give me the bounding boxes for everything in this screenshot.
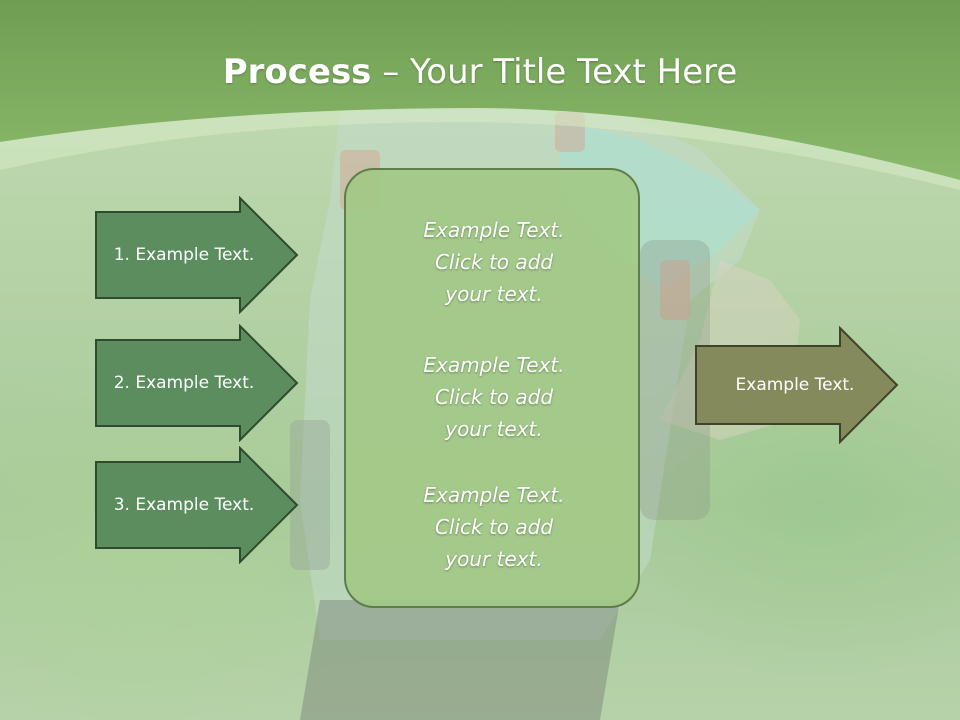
text-line: Example Text. (423, 218, 565, 242)
text-line: Click to add (434, 515, 554, 539)
center-text-box[interactable]: Example Text. Click to add your text. Ex… (344, 168, 640, 608)
title-bold: Process (222, 52, 372, 92)
text-line: your text. (445, 417, 543, 441)
step-arrow-label: 3. Example Text. (113, 495, 255, 515)
text-line: Click to add (434, 385, 554, 409)
arrow-right-shape (95, 446, 299, 564)
title-rest: – Your Title Text Here (371, 52, 738, 92)
center-text-block-1: Example Text. Click to add your text. (346, 214, 642, 310)
step-arrow-2[interactable]: 2. Example Text. (94, 324, 300, 442)
step-arrow-1[interactable]: 1. Example Text. (94, 196, 300, 314)
arrow-right-shape (695, 326, 899, 444)
text-line: your text. (445, 547, 543, 571)
text-line: Click to add (434, 250, 554, 274)
arrow-right-shape (95, 196, 299, 314)
center-text-block-3: Example Text. Click to add your text. (346, 479, 642, 575)
center-text-block-2: Example Text. Click to add your text. (346, 349, 642, 445)
text-line: Example Text. (423, 483, 565, 507)
step-arrow-3[interactable]: 3. Example Text. (94, 446, 300, 564)
page-title: Process – Your Title Text Here (0, 52, 960, 92)
text-line: Example Text. (423, 353, 565, 377)
arrow-right-shape (95, 324, 299, 442)
result-arrow[interactable]: Example Text. (694, 326, 900, 444)
step-arrow-label: 1. Example Text. (113, 245, 255, 265)
step-arrow-label: 2. Example Text. (113, 373, 255, 393)
result-arrow-label: Example Text. (735, 375, 855, 395)
header-band (0, 0, 960, 190)
text-line: your text. (445, 282, 543, 306)
